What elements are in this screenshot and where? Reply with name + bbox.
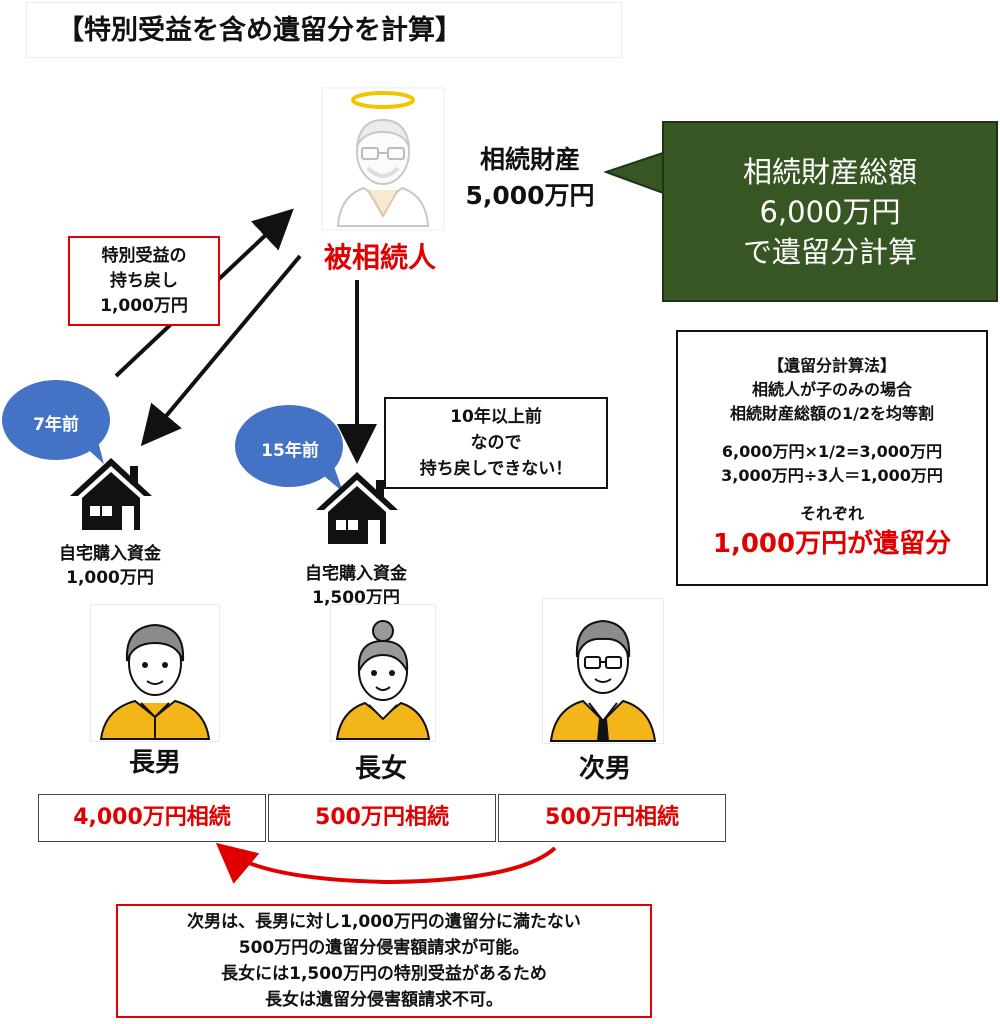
calc-heading: 【遺留分計算法】: [767, 356, 896, 375]
second-son-portrait: [542, 598, 664, 744]
decedent-portrait: [320, 86, 446, 232]
heir-name-eldest-daughter: 長女: [354, 754, 407, 784]
bubble-son-text: 7年前: [33, 415, 79, 435]
conclusion-line1: 次男は、長男に対し1,000万円の遺留分に満たない: [187, 912, 581, 932]
clawback-box: 特別受益の 持ち戻し 1,000万円: [68, 236, 220, 326]
gift-son-line2: 1,000万円: [66, 568, 154, 588]
total-estate-line1: 相続財産総額: [742, 154, 917, 189]
total-estate-line2: 6,000万円: [759, 194, 901, 229]
no-clawback-line3: 持ち戻しできない！: [419, 459, 573, 479]
total-estate-callout: 相続財産総額 6,000万円 で遺留分計算: [662, 121, 998, 302]
clawback-line1: 特別受益の: [101, 245, 187, 266]
gift-son-line1: 自宅購入資金: [59, 544, 161, 564]
total-estate-line3: で遺留分計算: [742, 234, 917, 269]
no-clawback-box: 10年以上前 なので 持ち戻しできない！: [384, 397, 608, 489]
speech-bubble-son-icon: [2, 380, 110, 464]
house-daughter-icon: [316, 472, 398, 544]
house-son-icon: [70, 458, 152, 530]
decedent-figure-icon: [321, 87, 445, 231]
inheritance-second-son: 500万円相続: [498, 794, 726, 842]
calc-line5: それぞれ: [799, 504, 864, 523]
eldest-son-figure-icon: [99, 623, 211, 740]
calc-line2: 相続財産総額の1/2を均等割: [729, 404, 935, 423]
halo-icon: [351, 91, 415, 109]
speech-bubble-daughter-icon: [235, 405, 343, 492]
gift-daughter-line2: 1,500万円: [312, 588, 400, 608]
conclusion-line4: 長女は遺留分侵害額請求不可。: [265, 990, 503, 1010]
no-clawback-line1: 10年以上前: [450, 407, 542, 427]
eldest-son-portrait: [90, 604, 220, 742]
gift-daughter-line1: 自宅購入資金: [305, 564, 407, 584]
gift-son-label: 自宅購入資金 1,000万円: [30, 542, 190, 590]
page-title: 【特別受益を含め遺留分を計算】: [26, 2, 622, 58]
conclusion-box: 次男は、長男に対し1,000万円の遺留分に満たない 500万円の遺留分侵害額請求…: [116, 904, 652, 1018]
inheritance-eldest-son: 4,000万円相続: [38, 794, 266, 842]
heir-name-second-son: 次男: [578, 754, 631, 784]
eldest-daughter-figure-icon: [335, 620, 431, 740]
decedent-label: 被相続人: [323, 241, 436, 274]
clawback-line3: 1,000万円: [100, 295, 188, 316]
claim-arrow-icon: [215, 842, 557, 885]
heir-name-eldest-son: 長男: [128, 748, 181, 778]
conclusion-line3: 長女には1,500万円の特別受益があるため: [221, 964, 547, 984]
estate-label: 相続財産 5,000万円: [450, 142, 610, 214]
conclusion-line2: 500万円の遺留分侵害額請求が可能。: [238, 938, 530, 958]
eldest-daughter-portrait: [330, 604, 436, 742]
calc-line4: 3,000万円÷3人＝1,000万円: [721, 466, 943, 485]
calc-result: 1,000万円が遺留分: [712, 529, 952, 559]
calc-line1: 相続人が子のみの場合: [751, 380, 912, 399]
gift-son-arrow-icon: [140, 254, 302, 447]
clawback-line2: 持ち戻し: [110, 270, 178, 291]
calculation-box: 【遺留分計算法】 相続人が子のみの場合 相続財産総額の1/2を均等割 6,000…: [676, 330, 988, 586]
gift-daughter-label: 自宅購入資金 1,500万円: [276, 562, 436, 610]
inheritance-eldest-daughter: 500万円相続: [268, 794, 496, 842]
second-son-figure-icon: [549, 619, 657, 742]
no-clawback-line2: なので: [470, 433, 522, 453]
calc-line3: 6,000万円×1/2=3,000万円: [721, 442, 943, 461]
estate-amount: 5,000万円: [465, 181, 595, 210]
estate-label-line1: 相続財産: [479, 145, 580, 174]
bubble-daughter-text: 15年前: [261, 441, 319, 461]
